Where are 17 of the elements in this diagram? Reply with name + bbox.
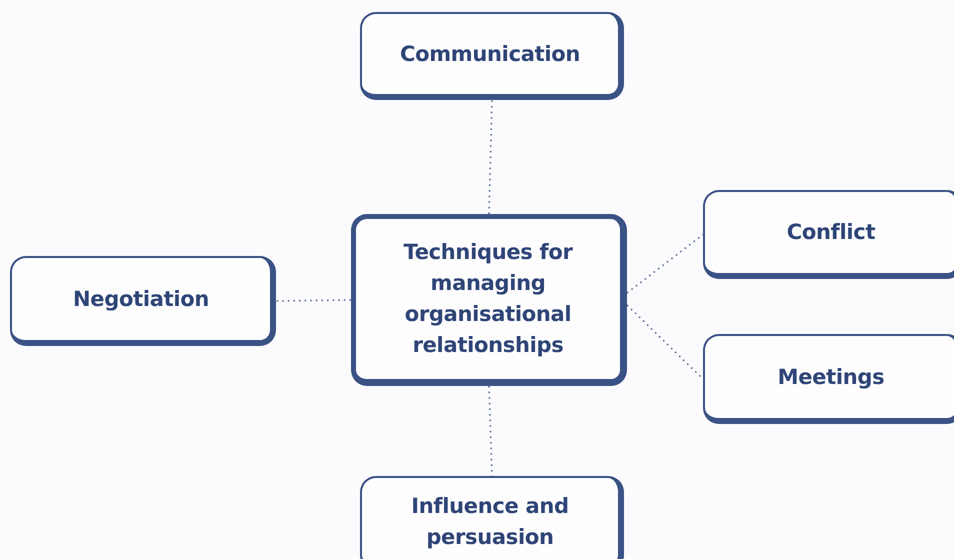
dotted-connector (626, 234, 704, 294)
dotted-connector (488, 386, 493, 476)
topic-box (10, 256, 276, 346)
dotted-connector (276, 299, 352, 302)
topic-box (360, 476, 624, 559)
topic-label: Meetings (778, 364, 884, 390)
topic-box (360, 12, 624, 100)
topic-label: Conflict (786, 219, 876, 246)
topic-box (703, 334, 954, 424)
dotted-connector (626, 304, 704, 380)
topic-box (703, 190, 954, 279)
central-topic-box (351, 214, 627, 386)
topic-label: Techniques for managing organisational relationships (402, 239, 574, 359)
topic-label: Influence and persuasion (410, 492, 570, 550)
topic-label: Negotiation (73, 286, 209, 312)
topic-label: Communication (400, 40, 580, 68)
dotted-connector (488, 100, 493, 214)
